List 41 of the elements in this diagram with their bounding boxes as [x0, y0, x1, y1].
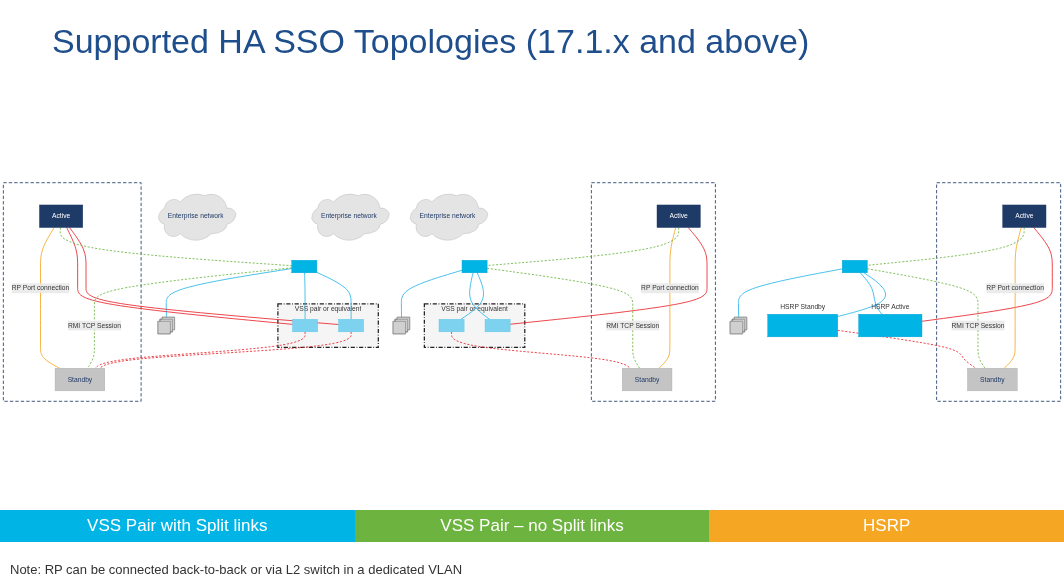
connector	[69, 227, 339, 325]
connector	[451, 331, 631, 369]
cluster	[2, 182, 142, 402]
connector	[94, 331, 306, 369]
connector	[866, 227, 1025, 266]
node-box	[858, 314, 923, 338]
connector	[921, 227, 1053, 322]
node-box	[461, 260, 488, 274]
connector	[1003, 227, 1022, 369]
connector	[837, 272, 886, 317]
connector	[859, 272, 883, 315]
section-band: VSS Pair – no Split links	[354, 510, 710, 542]
section-band: VSS Pair with Split links	[0, 510, 355, 542]
connector	[486, 227, 680, 266]
connector	[304, 272, 306, 320]
connector	[66, 227, 293, 325]
node-box	[767, 314, 838, 338]
cluster	[590, 182, 716, 402]
note: Note: RP can be connected back-to-back or via L2 switch in a dedicated VLAN	[10, 562, 463, 577]
node-box	[292, 319, 318, 333]
connector	[469, 272, 490, 320]
node-box	[842, 260, 868, 274]
connector	[837, 329, 977, 369]
connector	[40, 227, 60, 369]
node-box	[438, 319, 465, 333]
title: Supported HA SSO Topologies (17.1.x and above)	[52, 22, 810, 61]
cluster	[936, 182, 1062, 402]
node-box	[484, 319, 511, 333]
connector	[509, 227, 708, 325]
connector	[87, 267, 293, 369]
node-box	[291, 260, 318, 274]
connector	[738, 268, 843, 318]
section-band: HSRP	[709, 510, 1064, 542]
connector	[658, 227, 677, 369]
connector	[165, 268, 293, 318]
connector	[460, 272, 484, 320]
connector	[400, 269, 463, 318]
connector	[316, 271, 352, 320]
node-box	[338, 319, 364, 333]
connector	[486, 267, 641, 369]
connector	[866, 268, 986, 369]
